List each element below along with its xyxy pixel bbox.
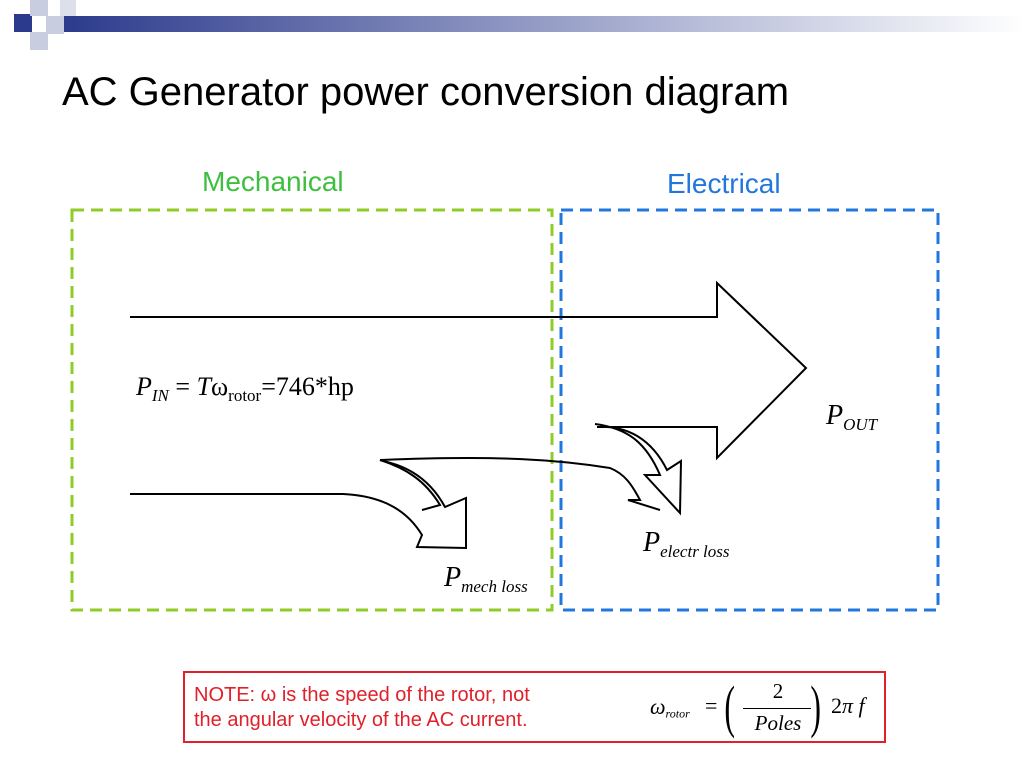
corner-decoration bbox=[14, 0, 1024, 50]
page-title: AC Generator power conversion diagram bbox=[62, 70, 790, 114]
left-paren: ( bbox=[724, 674, 735, 739]
note-box: NOTE: ω is the speed of the rotor, not t… bbox=[183, 671, 886, 743]
mechanical-loss-arrow bbox=[130, 459, 467, 550]
power-in-arrow bbox=[130, 280, 808, 461]
power-output-label: POUT bbox=[826, 400, 878, 434]
note-line-2: the angular velocity of the AC current. bbox=[194, 709, 528, 731]
power-input-equation: PIN = Tωrotor=746*hp bbox=[136, 372, 354, 405]
formula-lhs: ωrotor bbox=[650, 694, 690, 721]
formula-rhs: 2π f bbox=[831, 693, 865, 718]
mechanical-label: Mechanical bbox=[202, 166, 344, 197]
electrical-loss-arrow bbox=[594, 423, 683, 516]
formula-equals: = bbox=[705, 693, 718, 718]
electrical-region-box bbox=[559, 208, 940, 612]
rotor-speed-formula: ωrotor = ( 2 Poles ) 2π f bbox=[650, 674, 880, 739]
electrical-label: Electrical bbox=[667, 168, 781, 199]
electrical-loss-label: Pelectr loss bbox=[643, 527, 730, 561]
fraction-bar bbox=[743, 708, 811, 709]
right-paren: ) bbox=[810, 674, 821, 739]
formula-denominator: Poles bbox=[754, 711, 802, 735]
mechanical-region-box bbox=[70, 208, 554, 612]
mechanical-loss-label: Pmech loss bbox=[444, 562, 528, 596]
formula-numerator: 2 bbox=[772, 679, 784, 703]
note-line-1: NOTE: ω is the speed of the rotor, not bbox=[194, 684, 530, 706]
note-text: NOTE: ω is the speed of the rotor, not t… bbox=[194, 683, 634, 733]
